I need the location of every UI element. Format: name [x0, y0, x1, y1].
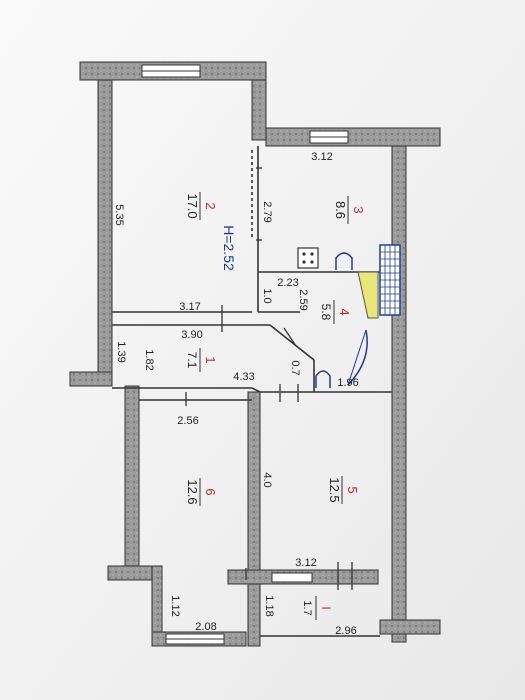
- window-room5: [271, 572, 313, 583]
- dim-279: 2.79: [261, 201, 273, 222]
- svg-text:8.6: 8.6: [333, 201, 348, 219]
- sink-fixture: [335, 252, 353, 270]
- room-4-label: 4 5.8: [319, 300, 352, 324]
- svg-text:4: 4: [337, 308, 352, 315]
- svg-text:17.0: 17.0: [185, 193, 200, 218]
- bathtub-fixture: [379, 244, 401, 316]
- windows: [141, 64, 349, 645]
- svg-text:1: 1: [203, 356, 218, 363]
- dim-139: 1.39: [115, 341, 127, 362]
- dim-182: 1.82: [143, 349, 155, 370]
- room-balcony-label: I 1.7: [301, 596, 333, 620]
- svg-text:12.5: 12.5: [327, 477, 342, 502]
- dim-296: 2.96: [335, 625, 356, 637]
- room-labels: 2 17.0 3 8.6 4 5.8 1 7.1 5 12.5 6 12.6: [185, 192, 366, 620]
- toilet-fixture: [315, 370, 331, 388]
- wall-left-upper: [97, 79, 113, 386]
- dim-196: 1.96: [337, 377, 358, 389]
- ceiling-height-label: H=2.52: [221, 225, 237, 271]
- svg-text:5: 5: [345, 486, 360, 493]
- room-3-label: 3 8.6: [333, 196, 366, 224]
- dim-40: 4.0: [261, 472, 273, 487]
- wall-left-step: [69, 371, 113, 387]
- wall-left-room6: [124, 385, 140, 575]
- svg-text:6: 6: [203, 488, 218, 495]
- dim-208: 2.08: [195, 621, 216, 633]
- dim-317: 3.17: [179, 301, 200, 313]
- dim-312-bottom: 3.12: [295, 557, 316, 569]
- dim-118: 1.18: [263, 595, 275, 616]
- dim-112: 1.12: [169, 595, 181, 616]
- door-arc-bath: [347, 329, 368, 386]
- partitions: [112, 146, 392, 637]
- room-2-label: 2 17.0: [185, 192, 218, 220]
- svg-text:12.6: 12.6: [185, 479, 200, 504]
- svg-text:7.1: 7.1: [185, 352, 199, 369]
- svg-text:2: 2: [203, 202, 218, 209]
- wall-top-room3: [265, 127, 441, 147]
- wall-room2-right: [251, 79, 267, 141]
- dim-10: 1.0: [261, 288, 273, 303]
- dim-256: 2.56: [177, 415, 198, 427]
- wall-room6-room5: [247, 391, 261, 647]
- dim-259: 2.59: [297, 289, 309, 310]
- wall-ledge-left: [107, 565, 153, 581]
- svg-text:1.7: 1.7: [301, 600, 313, 615]
- dim-535: 5.35: [113, 204, 125, 225]
- dimension-labels: 5.35 3.17 3.12 2.79 2.23 1.0 2.59 3.90 1…: [113, 151, 359, 637]
- room-6-label: 6 12.6: [185, 478, 218, 506]
- svg-text:5.8: 5.8: [319, 304, 333, 321]
- ventilation-shaft: [357, 271, 379, 319]
- wall-ledge-right: [379, 619, 441, 635]
- room-1-label: 1 7.1: [185, 348, 218, 372]
- partition-bath-diagonal: [269, 324, 315, 361]
- dim-433: 4.33: [233, 371, 254, 383]
- wall-right: [391, 145, 407, 643]
- svg-text:3: 3: [351, 206, 366, 213]
- dim-07: 0.7: [289, 360, 301, 375]
- dim-312-top: 3.12: [311, 151, 332, 163]
- dim-223: 2.23: [277, 277, 298, 289]
- stove-fixture: [297, 247, 319, 269]
- svg-text:I: I: [319, 606, 333, 609]
- partition-joint: [251, 387, 261, 393]
- dim-390: 3.90: [181, 329, 202, 341]
- room-5-label: 5 12.5: [327, 476, 360, 504]
- tick-marks: [185, 167, 353, 590]
